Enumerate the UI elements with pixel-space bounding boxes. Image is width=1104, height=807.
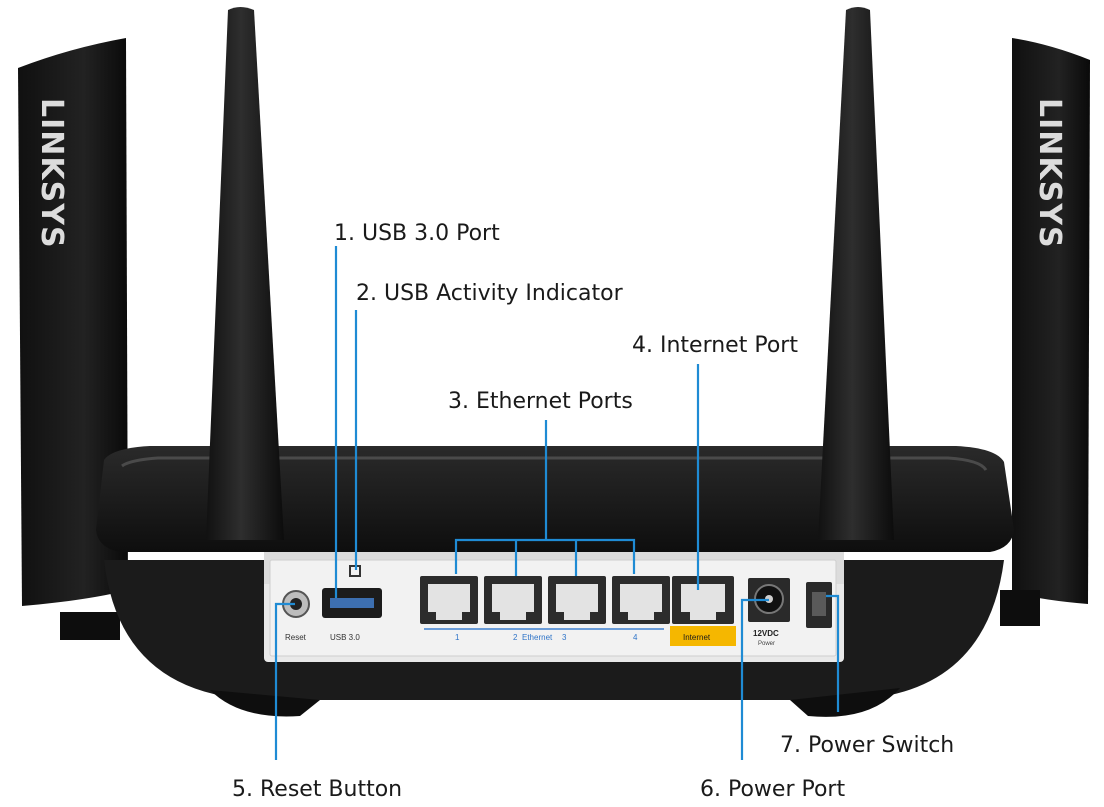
ethernet-port-3	[548, 576, 606, 624]
ethernet-port-2	[484, 576, 542, 624]
brand-logo-right: LINKSYS	[1032, 98, 1067, 249]
usb-port	[322, 588, 382, 618]
left-wing-antenna: LINKSYS	[18, 38, 128, 640]
label-eth-4: 4	[633, 633, 638, 642]
label-eth-3: 3	[562, 633, 567, 642]
reset-button	[282, 590, 310, 618]
callout-usb-activity: 2. USB Activity Indicator	[356, 281, 624, 306]
internet-port	[672, 576, 734, 624]
left-antenna	[206, 7, 284, 540]
internet-label-bg	[670, 626, 736, 646]
label-eth-2: 2	[513, 633, 518, 642]
callout-reset-button: 5. Reset Button	[232, 777, 402, 802]
power-switch	[806, 582, 832, 628]
label-eth-1: 1	[455, 633, 460, 642]
leader-lines	[274, 246, 840, 760]
label-12vdc: 12VDC	[753, 629, 779, 638]
brand-logo-left: LINKSYS	[34, 98, 69, 249]
callout-ethernet-ports: 3. Ethernet Ports	[448, 389, 633, 414]
label-internet: Internet	[683, 633, 711, 642]
label-ethernet: Ethernet	[522, 633, 553, 642]
label-reset: Reset	[285, 633, 307, 642]
label-usb: USB 3.0	[330, 633, 360, 642]
callout-internet-port: 4. Internet Port	[632, 333, 798, 358]
label-power-sub: Power	[758, 641, 775, 647]
callout-usb-port: 1. USB 3.0 Port	[334, 221, 500, 246]
right-wing-antenna: LINKSYS	[1000, 38, 1090, 626]
ethernet-port-1	[420, 576, 478, 624]
right-antenna	[818, 7, 894, 540]
callout-power-switch: 7. Power Switch	[780, 733, 954, 758]
ethernet-port-4	[612, 576, 670, 624]
callout-power-port: 6. Power Port	[700, 777, 845, 802]
rear-panel: Reset USB 3.0 1 2 Ethernet 3 4 Internet …	[264, 552, 844, 662]
